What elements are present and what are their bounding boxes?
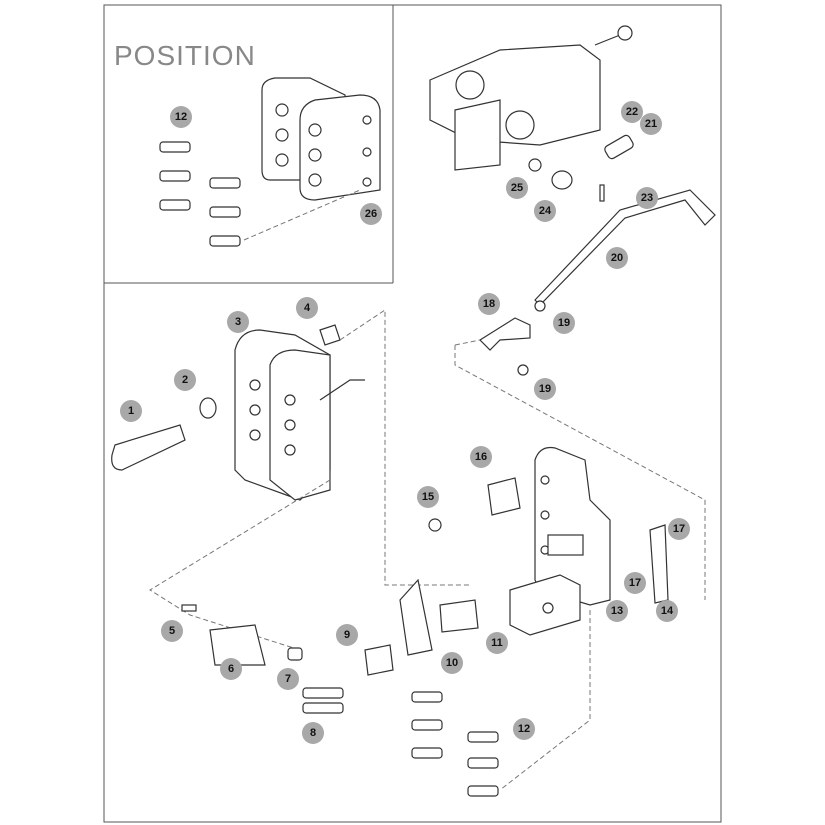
callout-5: 5 bbox=[161, 620, 183, 642]
bolts-12 bbox=[411, 691, 499, 797]
bolt-15 bbox=[428, 518, 442, 532]
callout-1: 1 bbox=[120, 400, 142, 422]
callout-24: 24 bbox=[534, 200, 556, 222]
outer-frame bbox=[103, 4, 722, 823]
callout-25: 25 bbox=[506, 177, 528, 199]
callout-8: 8 bbox=[302, 722, 324, 744]
callout-17: 17 bbox=[668, 518, 690, 540]
callout-23: 23 bbox=[636, 187, 658, 209]
callout-11: 11 bbox=[486, 632, 508, 654]
plate-11 bbox=[439, 599, 479, 633]
callout-22: 22 bbox=[621, 101, 643, 123]
callout-20: 20 bbox=[606, 247, 628, 269]
bracket-26 bbox=[261, 77, 381, 201]
plate-13 bbox=[534, 446, 611, 606]
callout-19: 19 bbox=[553, 312, 575, 334]
callout-12: 12 bbox=[170, 106, 192, 128]
callout-26: 26 bbox=[360, 203, 382, 225]
callout-4: 4 bbox=[296, 297, 318, 319]
plate-9 bbox=[364, 644, 394, 676]
bolts-8 bbox=[302, 687, 344, 714]
callout-21: 21 bbox=[640, 113, 662, 135]
plate-10 bbox=[399, 578, 433, 656]
bracket-18 bbox=[479, 317, 531, 351]
plate-3 bbox=[234, 329, 365, 501]
nut-4 bbox=[319, 324, 341, 346]
callout-15: 15 bbox=[417, 486, 439, 508]
pin-1 bbox=[111, 424, 186, 471]
gearbox bbox=[429, 25, 633, 171]
bracket-16 bbox=[487, 477, 521, 516]
bolts-inset bbox=[159, 141, 241, 247]
callout-6: 6 bbox=[220, 658, 242, 680]
callout-3: 3 bbox=[227, 311, 249, 333]
callout-14: 14 bbox=[656, 600, 678, 622]
inset-frame bbox=[104, 5, 394, 284]
callout-13: 13 bbox=[606, 600, 628, 622]
pin-6 bbox=[209, 624, 266, 666]
callout-9: 9 bbox=[336, 624, 358, 646]
callout-12b: 12 bbox=[513, 718, 535, 740]
washer-2 bbox=[199, 397, 217, 419]
bolt-7 bbox=[287, 647, 303, 661]
callout-16: 16 bbox=[470, 446, 492, 468]
callout-17b: 17 bbox=[624, 572, 646, 594]
callout-2: 2 bbox=[174, 369, 196, 391]
strap-14 bbox=[649, 524, 669, 604]
callout-18: 18 bbox=[478, 293, 500, 315]
callout-10: 10 bbox=[441, 652, 463, 674]
grease-nipple-5 bbox=[181, 604, 197, 612]
block bbox=[509, 574, 581, 636]
shift-rod-20 bbox=[534, 189, 716, 306]
small-parts-top bbox=[517, 134, 634, 376]
callout-19b: 19 bbox=[534, 378, 556, 400]
inset-title: POSITION bbox=[114, 40, 256, 71]
callout-7: 7 bbox=[277, 668, 299, 690]
